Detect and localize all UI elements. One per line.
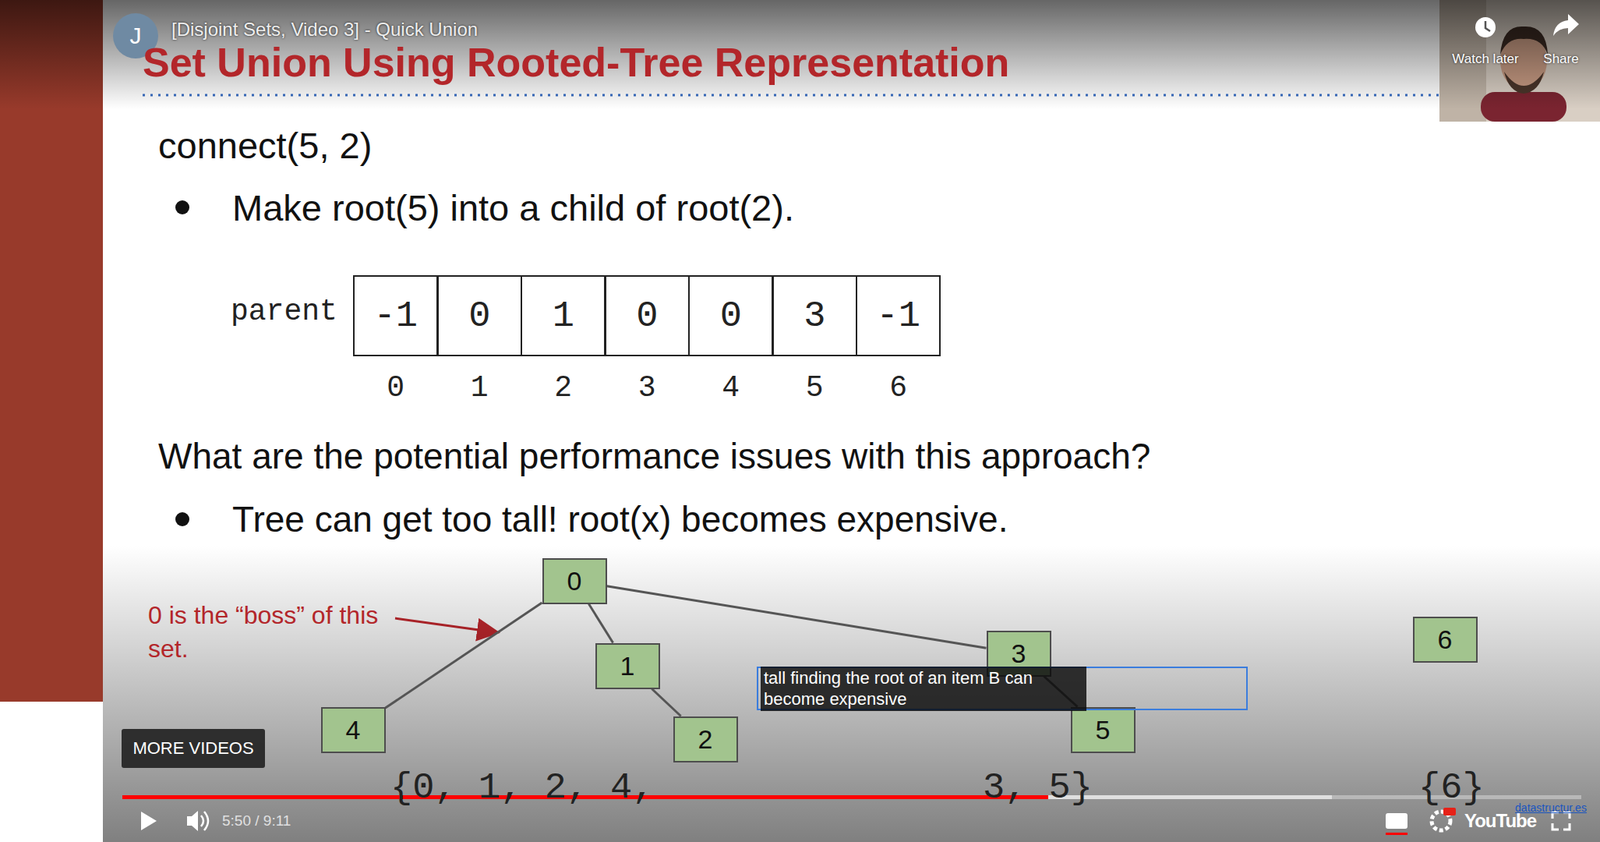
- index-number: 4: [721, 370, 740, 405]
- progress-buffer: [122, 794, 1332, 799]
- array-cell: -1: [855, 275, 941, 357]
- array-cell: 0: [437, 275, 523, 357]
- array-cell: 0: [604, 275, 690, 357]
- node-number: 2: [687, 719, 725, 760]
- watermark: datastructur.es: [1515, 801, 1587, 814]
- tree-node: 2: [673, 716, 739, 763]
- subtitle-caption: tall finding the root of an item B can b…: [760, 666, 1087, 711]
- tree-edge: [651, 688, 681, 717]
- progress-track: [122, 794, 1582, 799]
- share-label: Share: [1543, 51, 1579, 68]
- code-heading: connect(5, 2): [158, 123, 372, 167]
- watch-later-hands: [1485, 21, 1491, 32]
- share-icon: [1553, 14, 1579, 36]
- index-number: 0: [386, 370, 405, 405]
- tree-node: 5: [1070, 706, 1136, 753]
- set-label: {6}: [1418, 766, 1485, 809]
- index-number: 3: [638, 370, 657, 405]
- volume-wave: [201, 815, 204, 827]
- index-number: 1: [470, 370, 489, 405]
- bullet: [175, 512, 190, 527]
- captions-button: [1385, 812, 1408, 829]
- tree-node: 1: [595, 642, 661, 689]
- bullet-text: Tree can get too tall! root(x) becomes e…: [232, 498, 1008, 541]
- slide: [102, 0, 1600, 842]
- watch-later-label: Watch later: [1451, 51, 1519, 68]
- volume-icon: [187, 810, 198, 831]
- tree-edge: [607, 586, 987, 648]
- tree-node: 6: [1412, 616, 1478, 663]
- volume-wave: [204, 811, 209, 831]
- set-label: {0, 1, 2, 4,: [390, 766, 654, 809]
- node-number: 0: [556, 561, 594, 601]
- slide-title: Set Union Using Rooted-Tree Representati…: [142, 38, 1010, 86]
- question: What are the potential performance issue…: [158, 434, 1151, 477]
- page-margin: [0, 701, 103, 842]
- node-number: 4: [335, 709, 372, 750]
- tree-node: 4: [321, 706, 386, 753]
- bullet-text: Make root(5) into a child of root(2).: [232, 186, 795, 230]
- array-cell: 1: [520, 275, 606, 357]
- node-number: 1: [609, 646, 647, 686]
- player-top-shade: [0, 0, 1600, 110]
- array-name: parent: [230, 294, 338, 329]
- array-cell: 0: [688, 275, 774, 357]
- tree-node: 0: [542, 558, 608, 604]
- node-number: 5: [1084, 709, 1122, 750]
- index-number: 5: [805, 370, 824, 405]
- hd-badge: [1443, 807, 1456, 816]
- index-number: 2: [554, 370, 573, 405]
- video-title: [Disjoint Sets, Video 3] - Quick Union: [171, 18, 478, 41]
- play-button: [141, 811, 157, 831]
- fullscreen-button: [1552, 812, 1570, 830]
- more-videos-button: MORE VIDEOS: [121, 728, 265, 768]
- callout-note: 0 is the “boss” of this set.: [148, 598, 382, 666]
- avatar-letter: J: [130, 22, 142, 50]
- bullet: [175, 200, 190, 215]
- tree-edge: [588, 603, 613, 643]
- node-number: 6: [1426, 619, 1464, 660]
- watch-later-icon: [1475, 17, 1496, 38]
- tree-edge: [385, 602, 543, 708]
- array-cell: -1: [353, 275, 438, 357]
- captions-active-bar: [1385, 832, 1408, 835]
- array-cell: 3: [772, 275, 858, 357]
- time-display: 5:50 / 9:11: [222, 812, 291, 830]
- set-label: 3, 5}: [982, 766, 1093, 809]
- player-bottom-shade: [102, 545, 1600, 842]
- index-number: 6: [889, 370, 908, 405]
